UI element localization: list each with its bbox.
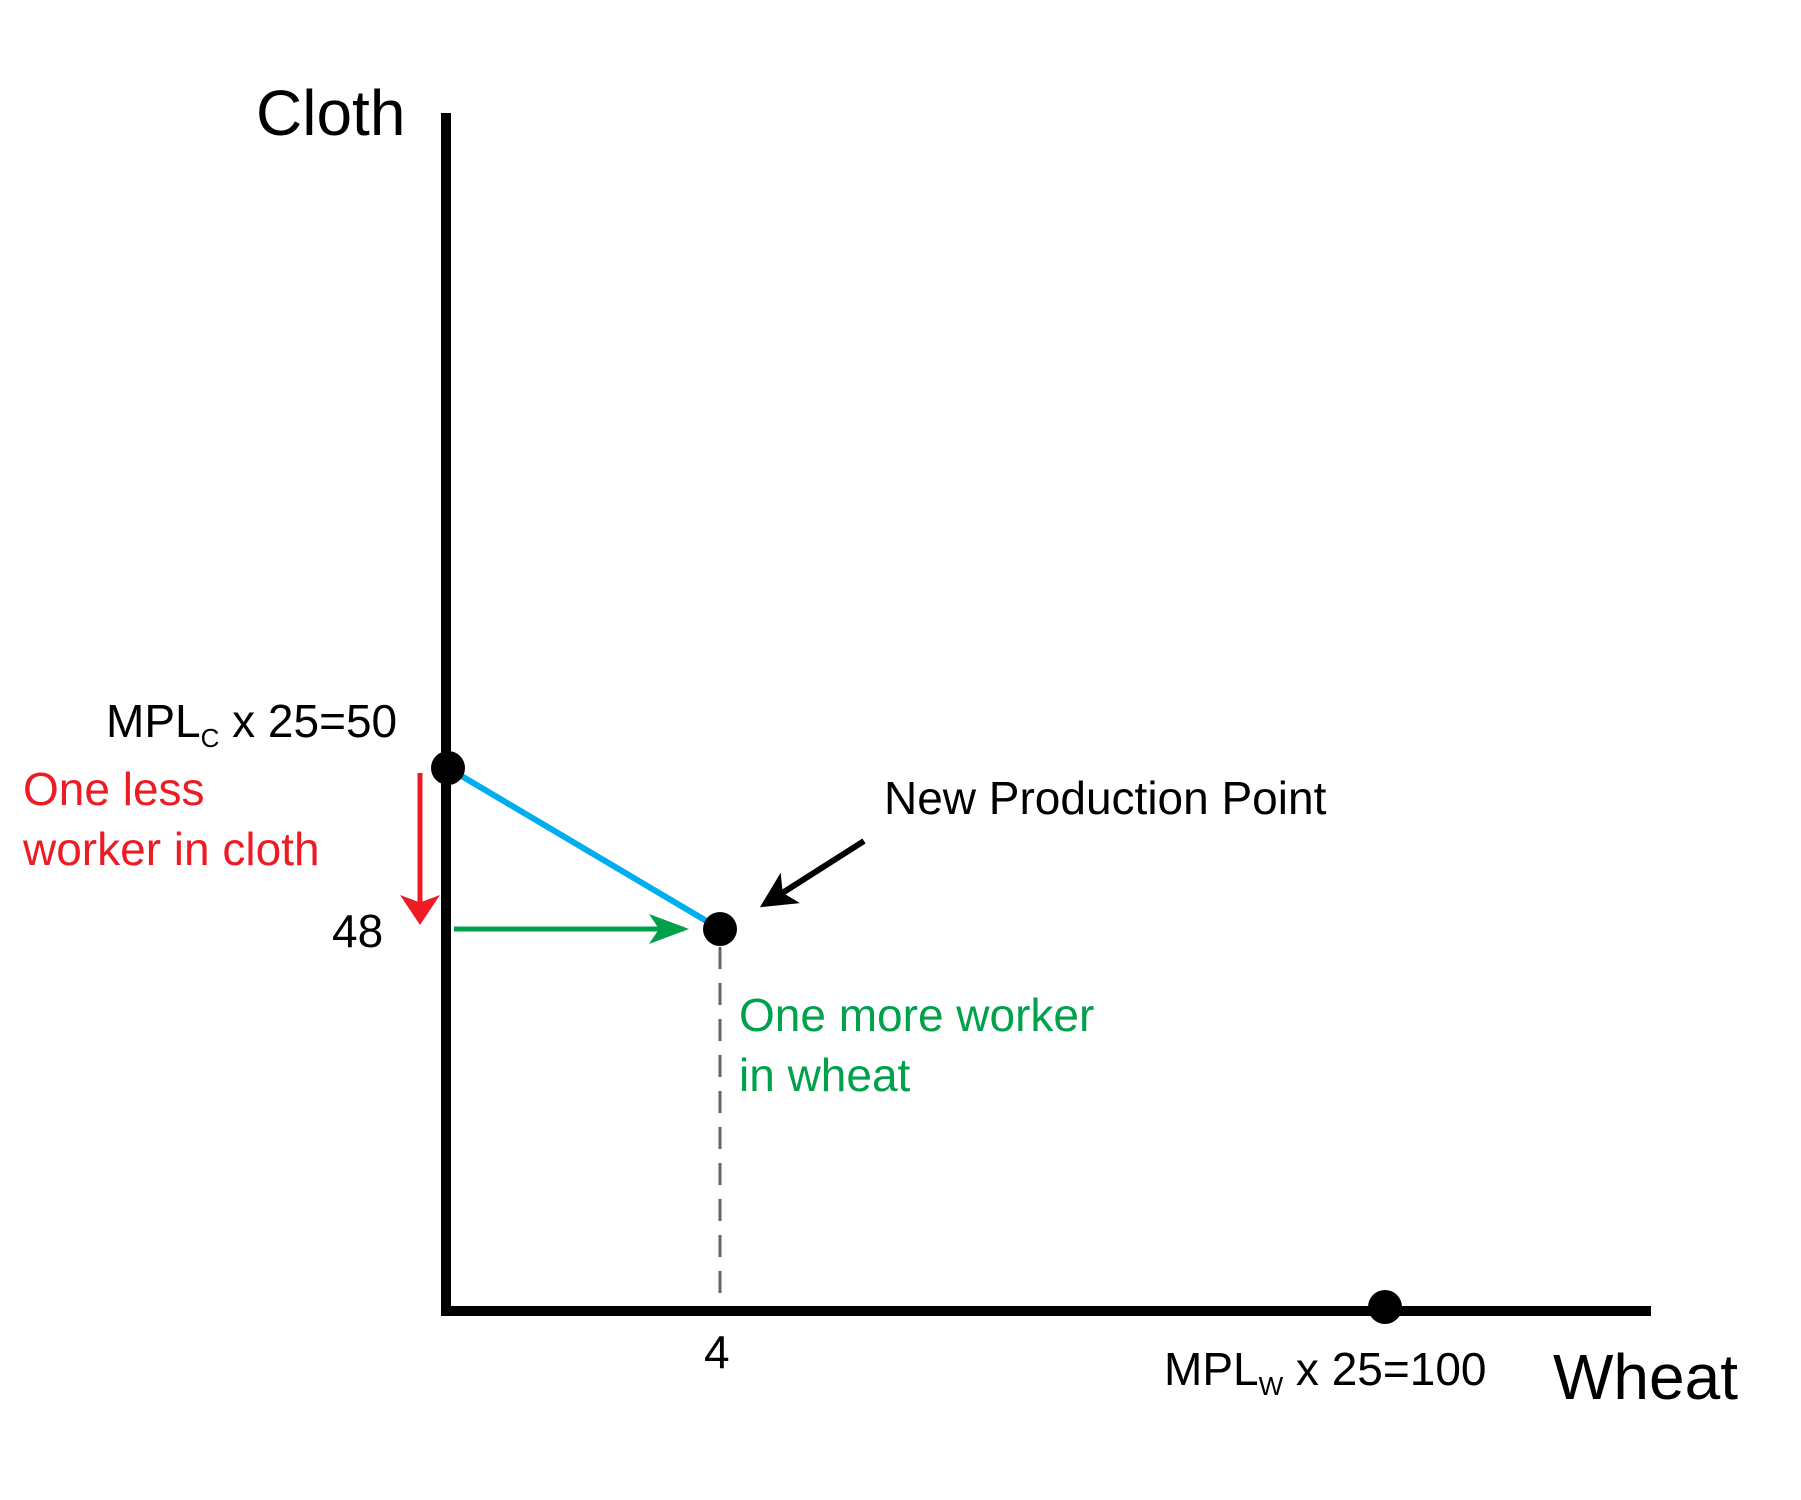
green-annotation-line-1: One more worker	[739, 989, 1094, 1041]
pointer-arrow	[759, 838, 866, 908]
red-annotation-line-1: One less	[23, 763, 205, 815]
cloth-intercept-dot	[431, 751, 465, 785]
red-annotation-line-2: worker in cloth	[22, 823, 320, 875]
new-production-point-dot	[703, 912, 737, 946]
x-tick-label: 4	[704, 1326, 730, 1378]
ppf-line	[446, 765, 722, 932]
wheat-intercept-label: MPLW x 25=100	[1164, 1343, 1486, 1401]
cloth-intercept-label: MPLC x 25=50	[106, 695, 397, 753]
new-production-point-label: New Production Point	[884, 772, 1327, 824]
wheat-intercept-dot	[1368, 1290, 1402, 1324]
y-tick-label: 48	[332, 905, 383, 957]
x-axis-label: Wheat	[1553, 1341, 1738, 1413]
y-axis-label: Cloth	[256, 77, 405, 149]
green-annotation-line-2: in wheat	[739, 1049, 911, 1101]
